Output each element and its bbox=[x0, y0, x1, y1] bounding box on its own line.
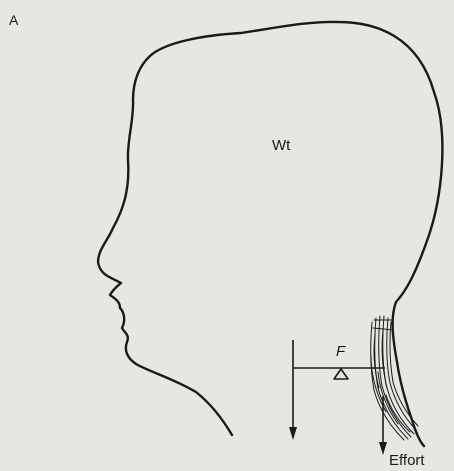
weight-label: Wt bbox=[272, 137, 290, 154]
weight-arrowhead bbox=[289, 427, 297, 440]
effort-arrowhead bbox=[379, 442, 387, 455]
effort-label: Effort bbox=[389, 452, 425, 469]
panel-label: A bbox=[9, 12, 18, 28]
head-profile-outline bbox=[98, 22, 442, 446]
fulcrum-triangle bbox=[334, 369, 348, 379]
neck-muscle-hatching bbox=[371, 316, 418, 440]
fulcrum-label: F bbox=[336, 343, 345, 360]
